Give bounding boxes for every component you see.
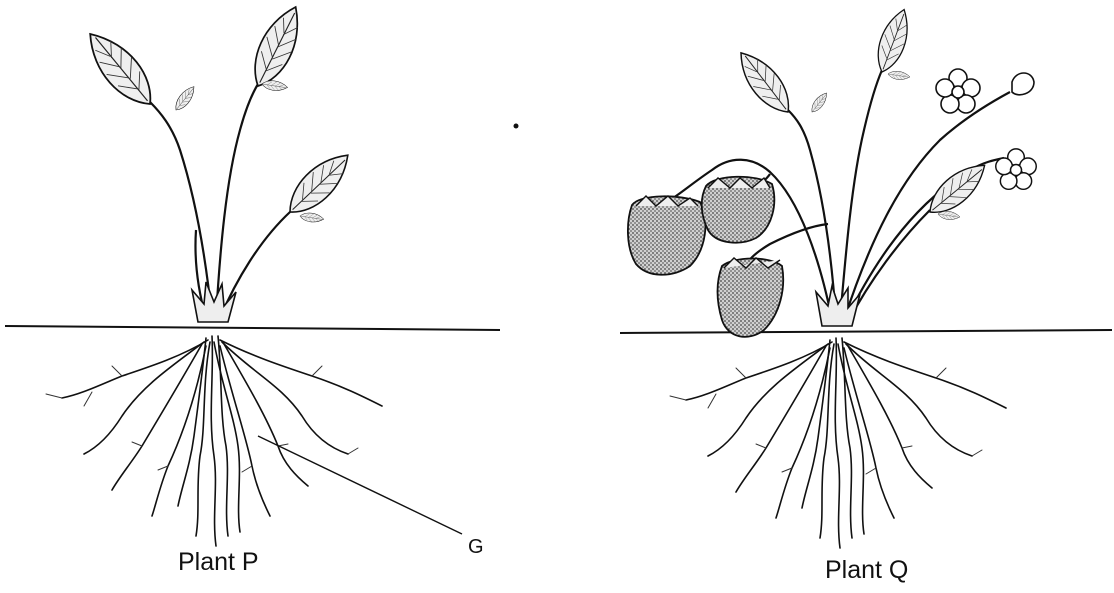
stray-dot bbox=[514, 124, 519, 129]
pointer-label-g: G bbox=[468, 536, 484, 559]
soil-line-right bbox=[620, 330, 1112, 333]
flowers bbox=[936, 69, 1036, 189]
strawberry-fruit bbox=[628, 196, 706, 274]
plant-q-label: Plant Q bbox=[825, 556, 908, 585]
plant-p-stems bbox=[150, 84, 290, 318]
pointer-line-g bbox=[258, 436, 462, 534]
plant-p-leaves bbox=[79, 1, 359, 225]
plant-p bbox=[5, 1, 519, 546]
plant-q bbox=[620, 6, 1112, 548]
strawberry-fruits bbox=[628, 177, 783, 337]
plant-p-label: Plant P bbox=[178, 548, 259, 577]
plant-p-roots bbox=[46, 336, 382, 546]
soil-line-left bbox=[5, 326, 500, 330]
strawberry-fruit bbox=[718, 259, 784, 337]
flower-bud bbox=[1012, 73, 1034, 95]
plant-q-roots bbox=[670, 338, 1006, 548]
